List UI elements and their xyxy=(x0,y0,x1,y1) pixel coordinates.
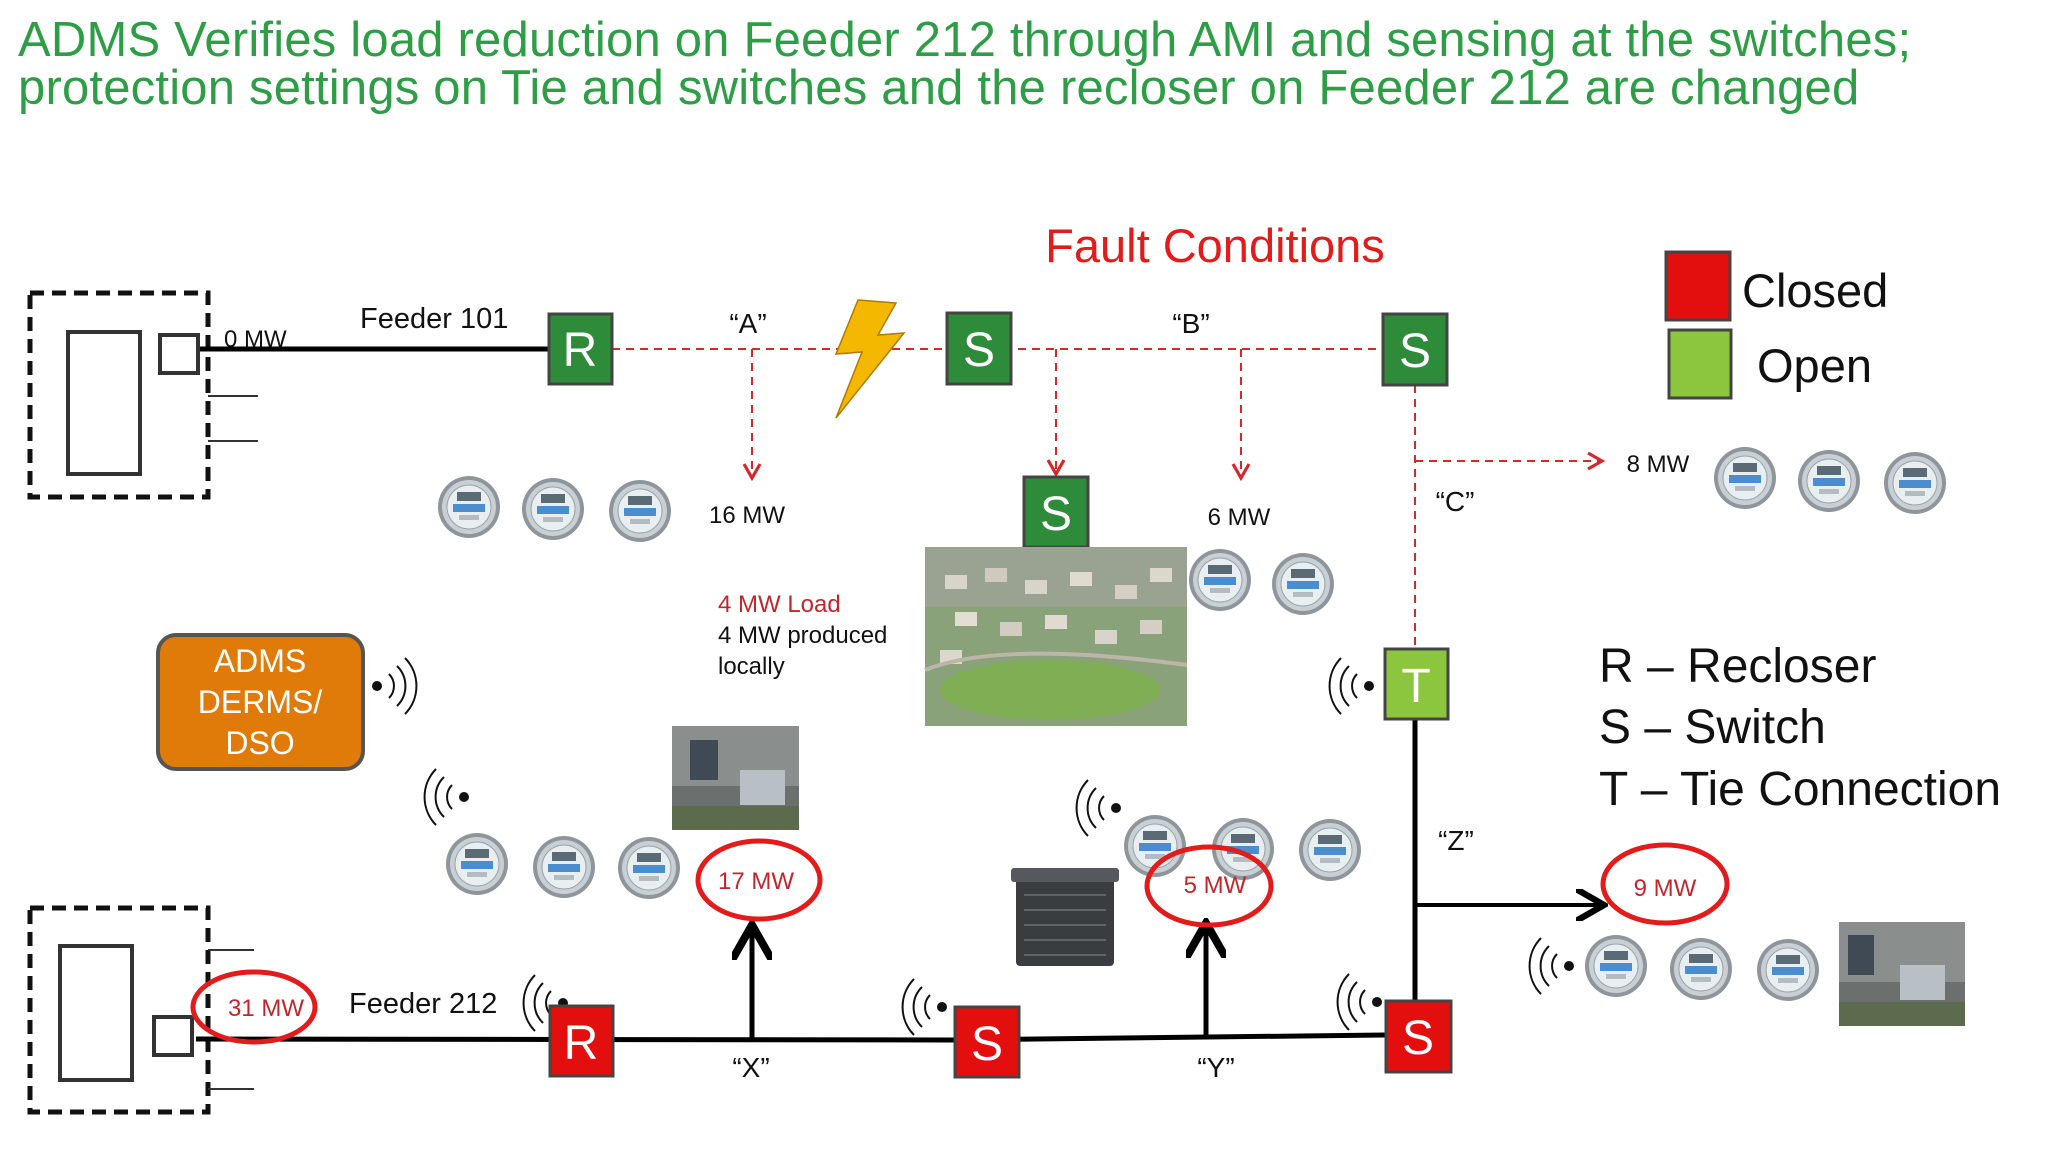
title-line-1: ADMS Verifies load reduction on Feeder 2… xyxy=(18,13,1912,67)
smart-meter-icon xyxy=(532,835,596,899)
smart-meter-icon xyxy=(1669,937,1733,1001)
load-z-circle xyxy=(1600,842,1730,926)
switch-a-label: S xyxy=(963,324,995,377)
load-a: 16 MW xyxy=(709,502,785,529)
feeder-101-deenergized xyxy=(612,348,1606,648)
home-battery-icon xyxy=(1839,922,1965,1026)
smart-meter-icon xyxy=(1188,548,1252,612)
wireless-signal-icon xyxy=(423,768,470,826)
recloser-101[interactable]: R xyxy=(547,312,614,386)
load-z: 9 MW xyxy=(1634,875,1697,902)
segment-label-z: “Z” xyxy=(1438,825,1474,856)
lightning-fault-icon xyxy=(834,299,906,419)
home-battery-icon xyxy=(672,726,799,830)
segment-label-b: “B” xyxy=(1172,308,1209,339)
switch-mid[interactable]: S xyxy=(1022,475,1090,549)
segment-label-c: “C” xyxy=(1436,486,1475,517)
adms-line1: ADMS xyxy=(214,643,306,679)
smart-meter-icon xyxy=(437,475,501,539)
smart-meter-icon xyxy=(445,832,509,896)
switch-y[interactable]: S xyxy=(1384,999,1453,1074)
tie-connection-label: T xyxy=(1401,660,1430,713)
smart-meter-icon xyxy=(1883,451,1947,515)
switch-a[interactable]: S xyxy=(945,311,1013,386)
switch-x[interactable]: S xyxy=(953,1005,1021,1079)
legend-closed-swatch xyxy=(1664,250,1732,322)
load-c: 8 MW xyxy=(1627,451,1690,478)
local-note-line1: 4 MW Load xyxy=(718,591,841,618)
legend: Closed Open xyxy=(1664,250,1888,400)
segment-label-x: “X” xyxy=(732,1052,769,1083)
legend-open-label: Open xyxy=(1757,339,1872,392)
smart-meter-icon xyxy=(1713,446,1777,510)
smart-meter-icon xyxy=(1797,449,1861,513)
wireless-signal-icon xyxy=(1075,779,1122,837)
fault-conditions-heading: Fault Conditions xyxy=(1045,219,1385,272)
segment-label-y: “Y” xyxy=(1197,1052,1234,1083)
load-y: 5 MW xyxy=(1184,872,1247,899)
legend-switch: S – Switch xyxy=(1599,701,1826,754)
switch-b-label: S xyxy=(1399,325,1431,378)
wireless-signal-icon xyxy=(1336,973,1383,1031)
smart-meter-icon xyxy=(1271,552,1335,616)
wireless-signal-icon xyxy=(901,978,948,1036)
smart-meter-icon xyxy=(1584,934,1648,998)
legend-open-swatch xyxy=(1667,328,1733,400)
smart-meter-icon xyxy=(521,477,585,541)
legend-recloser: R – Recloser xyxy=(1599,640,1876,693)
feeder-101-label: Feeder 101 xyxy=(360,303,508,335)
smart-meter-icon xyxy=(617,836,681,900)
title-line-2: protection settings on Tie and switches … xyxy=(18,61,1860,115)
wireless-signal-icon xyxy=(1528,937,1575,995)
feeder-212-line xyxy=(195,1032,1386,1043)
wireless-signal-icon xyxy=(371,657,418,715)
load-b: 6 MW xyxy=(1208,504,1271,531)
switch-mid-label: S xyxy=(1040,488,1072,541)
load-x: 17 MW xyxy=(718,868,794,895)
switch-x-label: S xyxy=(971,1018,1003,1071)
load-x-circle xyxy=(695,838,823,922)
substation-212-icon xyxy=(27,905,254,1115)
load-y-circle xyxy=(1144,844,1274,928)
house-neighborhood-photo xyxy=(924,547,1188,726)
recloser-212[interactable]: R xyxy=(548,1004,615,1078)
load-sub212-circle xyxy=(190,969,318,1045)
adms-derms-dso-box: ADMS DERMS/ DSO xyxy=(156,633,365,771)
wireless-signal-icon xyxy=(1328,657,1375,715)
recloser-101-label: R xyxy=(563,324,598,377)
load-sub212: 31 MW xyxy=(228,995,304,1022)
legend-closed-label: Closed xyxy=(1742,264,1888,317)
adms-line3: DSO xyxy=(225,725,294,761)
adms-line2: DERMS/ xyxy=(198,684,323,720)
tie-connection[interactable]: T xyxy=(1383,647,1450,721)
ac-unit-icon xyxy=(1011,868,1119,966)
smart-meter-icon xyxy=(1756,938,1820,1002)
local-note-line3: locally xyxy=(718,653,785,680)
switch-y-label: S xyxy=(1402,1012,1434,1065)
segment-label-a: “A” xyxy=(729,308,766,339)
recloser-212-label: R xyxy=(564,1017,599,1070)
local-note-line2: 4 MW produced xyxy=(718,622,887,649)
smart-meter-icon xyxy=(608,479,672,543)
substation-101-icon xyxy=(27,290,258,500)
legend-tie: T – Tie Connection xyxy=(1599,763,2001,816)
smart-meter-icon xyxy=(1298,818,1362,882)
feeder-212-label: Feeder 212 xyxy=(349,988,497,1020)
switch-b[interactable]: S xyxy=(1381,312,1449,387)
